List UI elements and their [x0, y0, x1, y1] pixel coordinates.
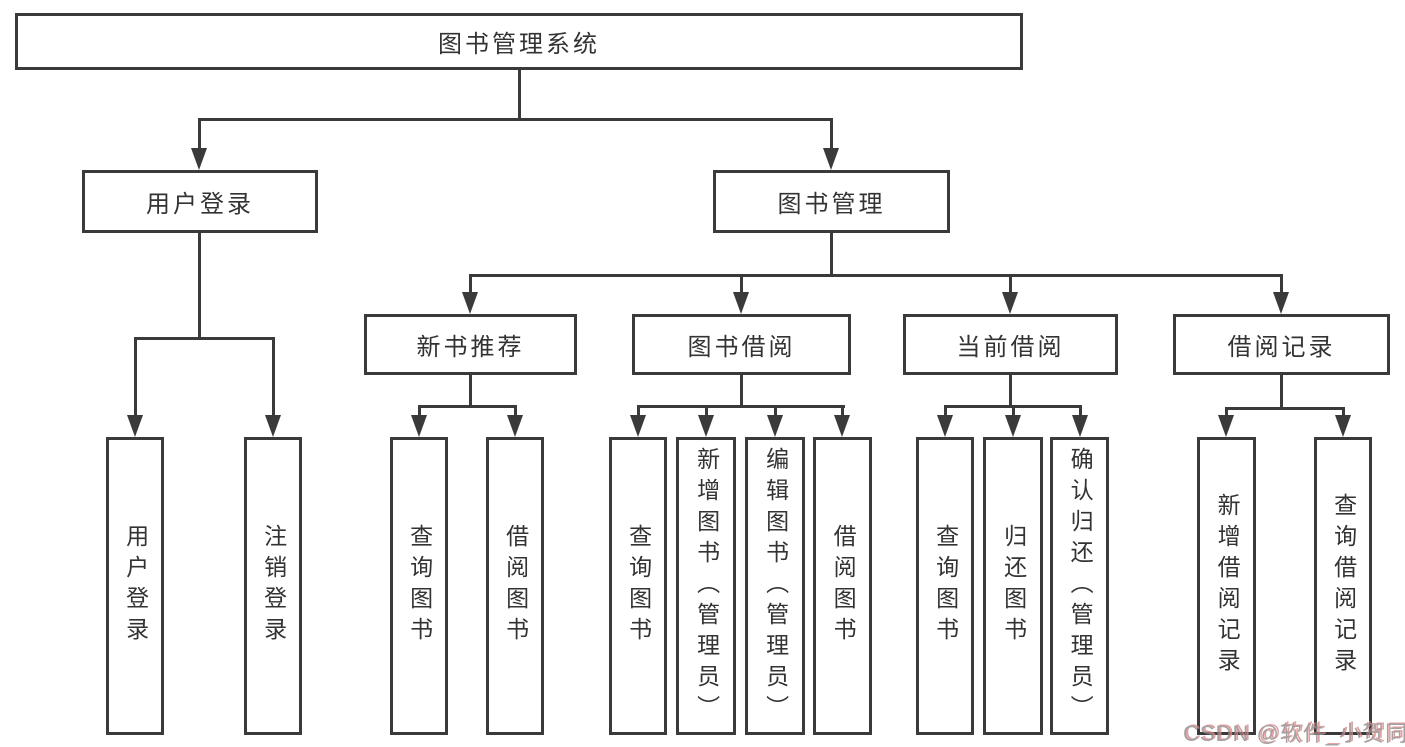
leaf-borrow-query-books: 查询图书 [609, 437, 667, 735]
edge-current-drop-3 [1079, 405, 1082, 417]
edge-current-drop-2 [1012, 405, 1015, 417]
arrow-down-icon [462, 292, 478, 314]
arrow-down-icon [1273, 292, 1289, 314]
arrow-down-icon [507, 415, 523, 437]
edge-borrow-drop-1 [637, 405, 640, 417]
edge-borrow-drop-4 [841, 405, 844, 417]
leaf-recommend-borrow-books: 借阅图书 [486, 437, 544, 735]
arrow-down-icon [733, 292, 749, 314]
edge-mgmt-stem [830, 233, 833, 276]
edge-borrow-drop-3 [774, 405, 777, 417]
edge-recommend-drop-1 [418, 405, 421, 417]
watermark: CSDN @软件_小贺同学 [1183, 721, 1405, 746]
arrow-down-icon [823, 148, 839, 170]
edge-mgmt-drop-3 [1009, 274, 1012, 294]
node-borrowing-records: 借阅记录 [1173, 314, 1390, 375]
edge-borrow-rail [637, 405, 845, 408]
edge-records-drop-2 [1342, 407, 1345, 417]
node-current-borrowing: 当前借阅 [903, 314, 1118, 375]
arrow-down-icon [630, 415, 646, 437]
node-new-book-recommendation: 新书推荐 [364, 314, 577, 375]
edge-current-drop-1 [944, 405, 947, 417]
arrow-down-icon [834, 415, 850, 437]
edge-recommend-stem [469, 375, 472, 407]
arrow-down-icon [127, 415, 143, 437]
node-user-login: 用户登录 [82, 170, 318, 233]
edge-mgmt-rail [469, 274, 1283, 277]
edge-root-stem [518, 70, 521, 118]
edge-login-drop-1 [134, 337, 137, 417]
node-book-borrowing: 图书借阅 [632, 314, 851, 375]
leaf-borrow-add-books-admin: 新增图书（管理员） [676, 437, 736, 735]
node-book-management: 图书管理 [713, 170, 950, 233]
leaf-recommend-query-books: 查询图书 [390, 437, 448, 735]
arrow-down-icon [937, 415, 953, 437]
edge-records-stem [1280, 375, 1283, 409]
leaf-logout: 注销登录 [244, 437, 302, 735]
edge-borrow-drop-2 [705, 405, 708, 417]
leaf-records-query-record: 查询借阅记录 [1314, 437, 1372, 735]
edge-root-drop-book-mgmt [830, 118, 833, 150]
arrow-down-icon [265, 415, 281, 437]
edge-records-rail [1225, 407, 1345, 410]
arrow-down-icon [191, 148, 207, 170]
arrow-down-icon [698, 415, 714, 437]
leaf-user-login: 用户登录 [106, 437, 164, 735]
arrow-down-icon [767, 415, 783, 437]
edge-root-drop-user-login [198, 118, 201, 150]
leaf-current-confirm-return-admin: 确认归还（管理员） [1050, 437, 1109, 735]
edge-mgmt-drop-4 [1280, 274, 1283, 294]
arrow-down-icon [411, 415, 427, 437]
edge-current-stem [1009, 375, 1012, 407]
edge-mgmt-drop-2 [740, 274, 743, 294]
leaf-borrow-edit-books-admin: 编辑图书（管理员） [745, 437, 805, 735]
node-book-management-system: 图书管理系统 [15, 13, 1023, 70]
arrow-down-icon [1005, 415, 1021, 437]
arrow-down-icon [1218, 415, 1234, 437]
edge-login-rail [134, 337, 275, 340]
arrow-down-icon [1002, 292, 1018, 314]
edge-login-drop-2 [272, 337, 275, 417]
edge-records-drop-1 [1225, 407, 1228, 417]
edge-login-stem [198, 233, 201, 339]
edge-mgmt-drop-1 [469, 274, 472, 294]
leaf-borrow-borrow-books: 借阅图书 [813, 437, 872, 735]
edge-recommend-drop-2 [514, 405, 517, 417]
leaf-current-return-books: 归还图书 [983, 437, 1043, 735]
edge-borrow-stem [740, 375, 743, 407]
edge-recommend-rail [418, 405, 517, 408]
edge-root-rail [198, 118, 833, 121]
arrow-down-icon [1072, 415, 1088, 437]
leaf-current-query-books: 查询图书 [916, 437, 974, 735]
leaf-records-add-record: 新增借阅记录 [1197, 437, 1256, 735]
arrow-down-icon [1335, 415, 1351, 437]
